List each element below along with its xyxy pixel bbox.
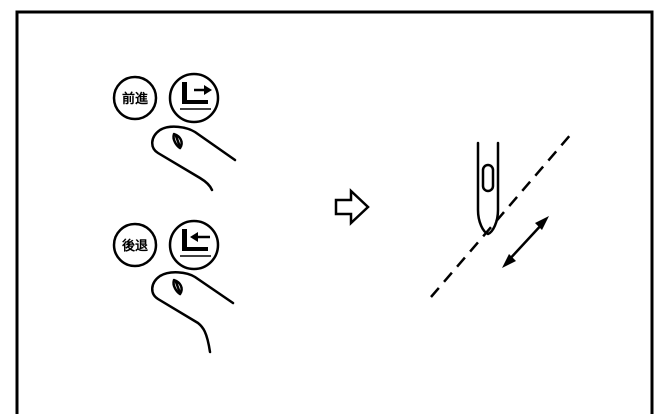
finger-icon bbox=[151, 125, 237, 192]
backward-group: 後退 bbox=[112, 219, 235, 354]
backward-stitch-icon[interactable] bbox=[168, 219, 220, 271]
result-arrow-icon bbox=[334, 188, 370, 226]
finger-icon bbox=[151, 271, 235, 354]
backward-label: 後退 bbox=[122, 238, 148, 254]
frame-border bbox=[15, 10, 654, 414]
needle-icon bbox=[476, 141, 500, 236]
seam-line bbox=[430, 132, 573, 298]
forward-button[interactable]: 前進 bbox=[112, 75, 158, 121]
double-arrow-icon bbox=[502, 216, 549, 268]
forward-label: 前進 bbox=[122, 91, 148, 107]
forward-stitch-icon[interactable] bbox=[168, 72, 220, 124]
backward-button[interactable]: 後退 bbox=[112, 222, 158, 268]
forward-group: 前進 bbox=[112, 72, 237, 192]
